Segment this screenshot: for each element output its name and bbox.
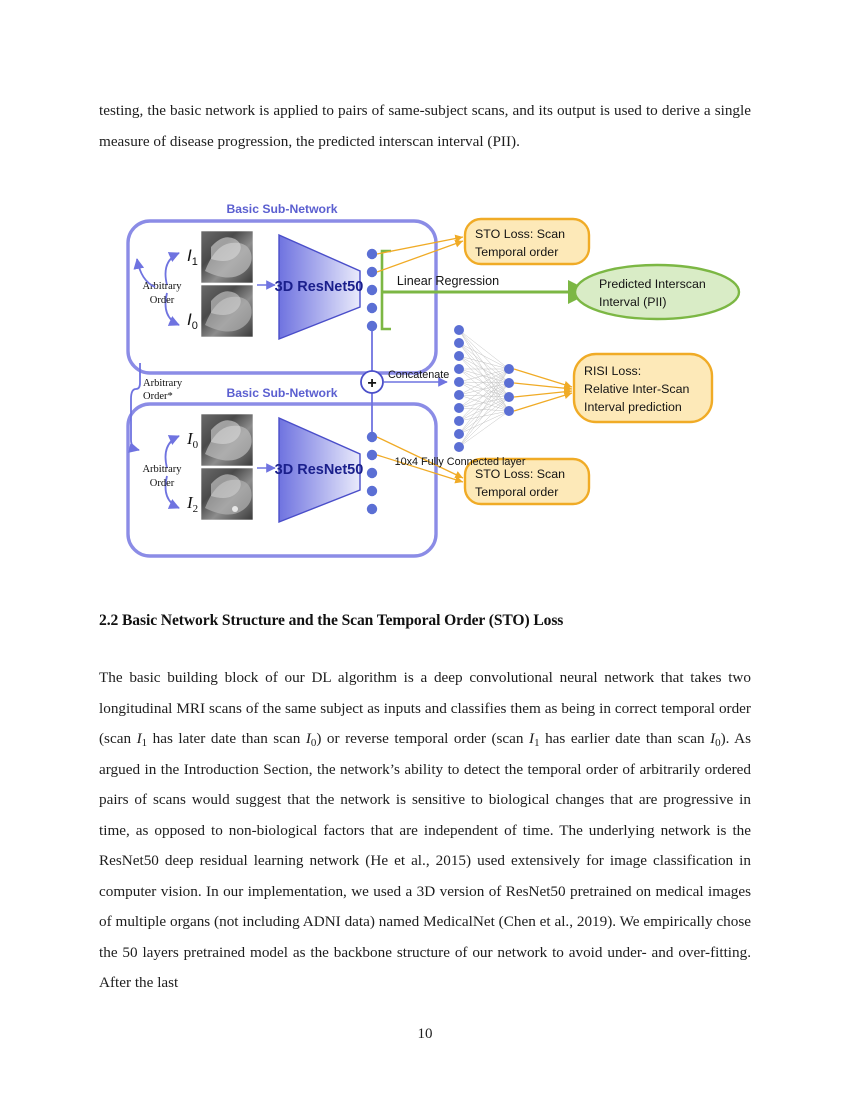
concatenate-node: + Concatenate: [360, 331, 449, 432]
linear-regression-label: Linear Regression: [397, 274, 499, 288]
body-text-part-1: The basic building block of our DL algor…: [99, 669, 751, 747]
top-resnet-block: 3D ResNet50: [275, 233, 364, 341]
scan-sub-d: 0: [715, 737, 721, 750]
scan-symbol-b: I: [305, 730, 311, 747]
arbitrary-order-outer-line2: Order*: [143, 391, 173, 402]
arbitrary-order-bottom-line1: Arbitrary: [142, 464, 182, 475]
page-number: 10: [417, 1026, 433, 1042]
risi-line2: Relative Inter-Scan: [584, 382, 689, 396]
arbitrary-order-top-line2: Order: [150, 295, 175, 306]
pii-ellipse: Predicted Interscan Interval (PII): [573, 263, 741, 321]
input-label-top-lower: I0: [187, 310, 198, 332]
bottom-subnetwork-title: Basic Sub-Network: [226, 386, 337, 400]
top-output-nodes: [366, 248, 378, 332]
fc-right-nodes: [504, 364, 514, 416]
bottom-arbitrary-order-arrows: [164, 435, 180, 509]
sto-loss-bottom-line2: Temporal order: [475, 485, 558, 499]
resnet-label-bottom: 3D ResNet50: [275, 462, 364, 478]
sto-loss-bottom-box: STO Loss: Scan Temporal order: [463, 457, 591, 506]
risi-line1: RISI Loss:: [584, 364, 641, 378]
scan-sub-b: 0: [310, 737, 317, 750]
body-text-part-5: ). As argued in the Introduction Section…: [99, 730, 752, 991]
body-text-part-2: has later date than scan: [147, 730, 306, 747]
intro-paragraph: testing, the basic network is applied to…: [99, 102, 751, 150]
risi-connectors: [513, 368, 573, 412]
fully-connected-layer: 10x4 Fully Connected layer: [395, 325, 526, 468]
scan-sub-c: 1: [534, 737, 540, 750]
architecture-diagram: I1 I0 Arbitrary Order 3D ResNet50: [123, 197, 749, 572]
body-text-part-3: ) or reverse temporal order (scan: [316, 730, 530, 747]
top-subnetwork-title: Basic Sub-Network: [226, 202, 337, 216]
fc-left-nodes: [454, 325, 464, 452]
top-green-bracket: [380, 249, 391, 331]
bottom-resnet-block: 3D ResNet50: [275, 416, 364, 524]
risi-line3: Interval prediction: [584, 400, 682, 414]
bottom-output-nodes: [366, 431, 378, 515]
scan-sub-a: 1: [141, 737, 148, 750]
pii-line1: Predicted Interscan: [599, 277, 706, 291]
arbitrary-order-top-line1: Arbitrary: [142, 281, 182, 292]
scan-symbol-d: I: [710, 730, 716, 747]
sto-loss-top-line1: STO Loss: Scan: [475, 227, 565, 241]
body-paragraph: The basic building block of our DL algor…: [99, 663, 751, 999]
body-text-part-4: has earlier date than scan: [539, 730, 711, 747]
bottom-sto-connectors: [376, 436, 464, 484]
sto-loss-bottom-line1: STO Loss: Scan: [475, 467, 565, 481]
scan-symbol-c: I: [529, 730, 535, 747]
pii-line2: Interval (PII): [599, 295, 666, 309]
outer-arbitrary-order-loop: [128, 258, 156, 453]
top-arbitrary-order-arrows: [164, 252, 180, 326]
concatenate-label: Concatenate: [388, 369, 449, 381]
top-input-scans: [200, 230, 254, 338]
resnet-label-top: 3D ResNet50: [275, 279, 364, 295]
fc-layer-label: 10x4 Fully Connected layer: [395, 456, 526, 468]
section-heading: 2.2 Basic Network Structure and the Scan…: [99, 612, 564, 629]
lower-content: 2.2 Basic Network Structure and the Scan…: [99, 612, 751, 999]
page-content: testing, the basic network is applied to…: [99, 96, 751, 157]
arbitrary-order-bottom-line2: Order: [150, 478, 175, 489]
risi-loss-box: RISI Loss: Relative Inter-Scan Interval …: [572, 352, 714, 424]
bottom-input-scans: [200, 413, 254, 521]
sto-loss-top-line2: Temporal order: [475, 245, 558, 259]
input-label-top-upper: I1: [187, 246, 198, 268]
top-sto-connectors: [376, 234, 464, 273]
sto-loss-top-box: STO Loss: Scan Temporal order: [463, 217, 591, 266]
arbitrary-order-outer-line1: Arbitrary: [143, 378, 183, 389]
plus-symbol: +: [367, 375, 376, 392]
scan-symbol-a: I: [136, 730, 142, 747]
